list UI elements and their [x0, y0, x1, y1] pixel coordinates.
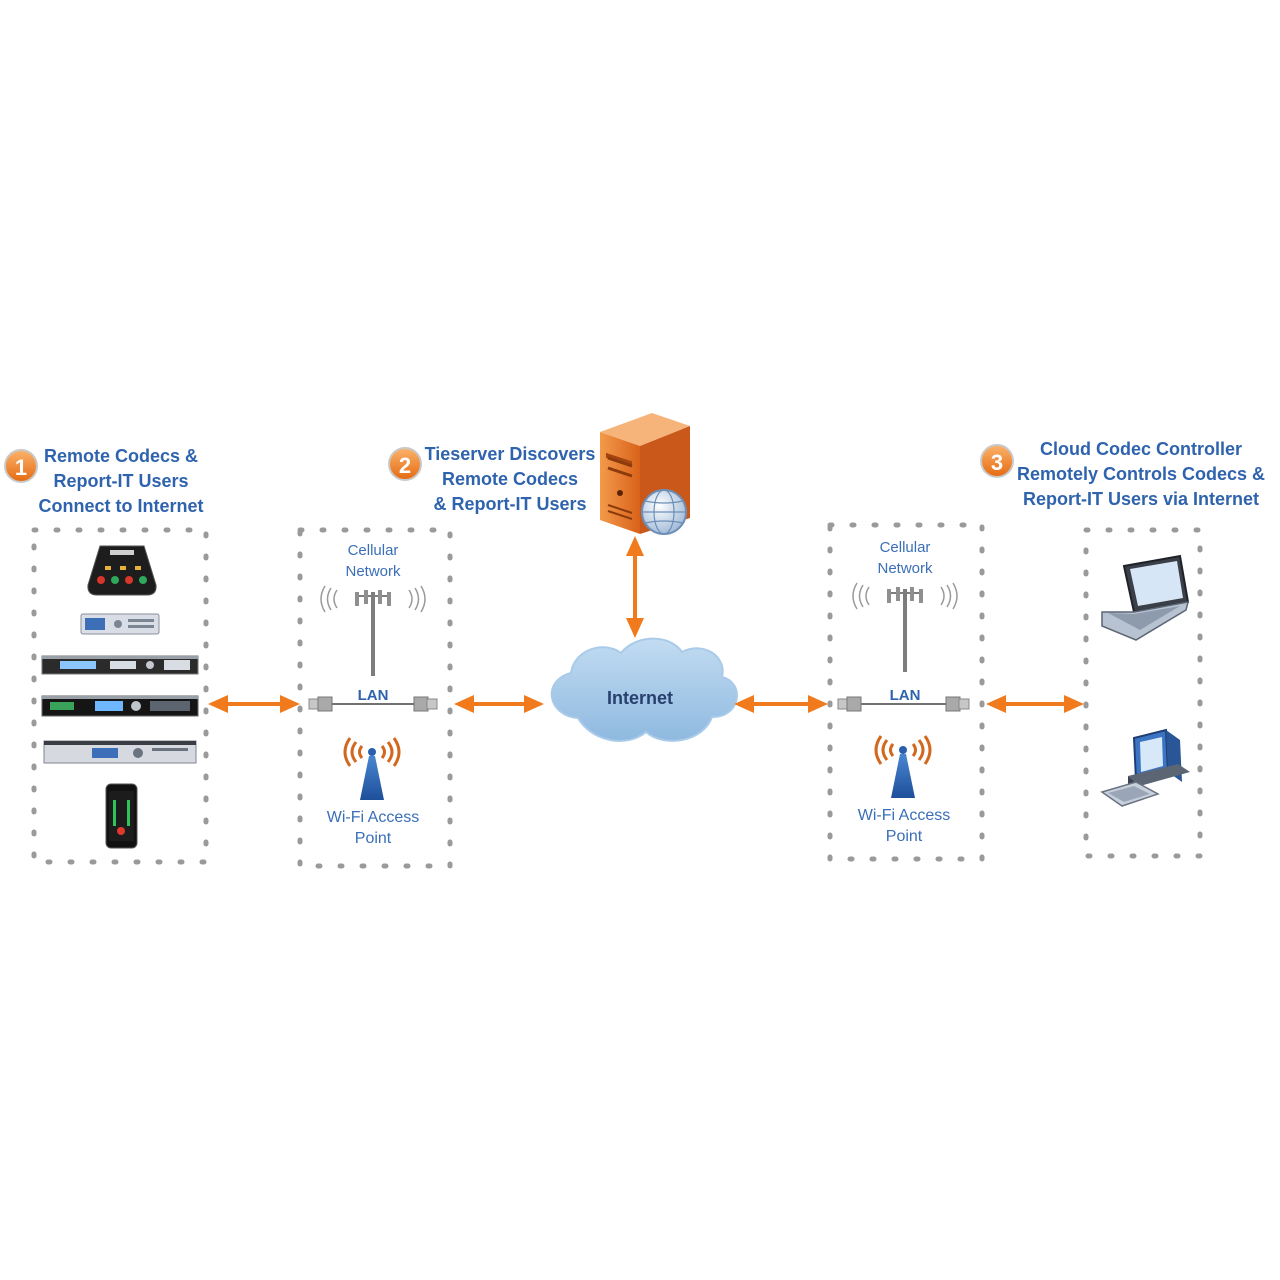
- ethernet-plug-icon: [837, 696, 862, 712]
- right-wifi-label: Wi-Fi Access Point: [858, 807, 950, 845]
- wifi-antenna-icon: [874, 735, 932, 798]
- right-cellular-label: Cellular Network: [877, 539, 933, 577]
- left-wifi-label: Wi-Fi Access Point: [327, 809, 419, 847]
- step-1-line-1: Remote Codecs &: [44, 446, 198, 466]
- step-3-line-2: Remotely Controls Codecs &: [1017, 464, 1265, 484]
- cloud-label: Internet: [607, 688, 673, 708]
- left-wifi-line-2: Point: [355, 830, 392, 847]
- desktop-computer-icon: [1100, 728, 1190, 807]
- rack-codec-icon: [43, 740, 197, 764]
- right-cellular-line-1: Cellular: [880, 539, 931, 556]
- step-2-caption: Tieserver Discovers Remote Codecs & Repo…: [425, 444, 596, 514]
- left-cellular-label: Cellular Network: [345, 542, 401, 580]
- step-2-number: 2: [399, 453, 411, 478]
- cloud-icon: [550, 637, 738, 742]
- step-3-caption: Cloud Codec Controller Remotely Controls…: [1017, 439, 1265, 509]
- ethernet-plug-icon: [308, 696, 333, 712]
- step-3-badge: 3: [980, 444, 1014, 478]
- devices-group-box: [31, 527, 209, 865]
- left-cellular-line-1: Cellular: [348, 542, 399, 559]
- arrow-devices-to-network: [208, 695, 300, 713]
- left-cellular-line-2: Network: [345, 563, 401, 580]
- step-2-line-2: Remote Codecs: [442, 469, 578, 489]
- step-1-line-3: Connect to Internet: [39, 496, 204, 516]
- step-1-line-2: Report-IT Users: [53, 471, 188, 491]
- step-3-number: 3: [991, 450, 1003, 475]
- rack-codec-icon: [41, 655, 199, 675]
- smartphone-icon: [105, 783, 138, 849]
- rack-codec-icon: [41, 695, 199, 717]
- step-3-line-1: Cloud Codec Controller: [1040, 439, 1242, 459]
- right-wifi-line-1: Wi-Fi Access: [858, 807, 950, 824]
- wifi-antenna-icon: [343, 737, 401, 800]
- globe-icon: [641, 489, 687, 535]
- laptop-icon: [1101, 554, 1190, 641]
- step-2-line-3: & Report-IT Users: [433, 494, 586, 514]
- step-2-line-1: Tieserver Discovers: [425, 444, 596, 464]
- left-lan-label: LAN: [358, 687, 389, 704]
- ethernet-plug-icon: [945, 696, 970, 712]
- cell-tower-icon: [852, 582, 958, 672]
- step-1-number: 1: [15, 455, 27, 480]
- cell-tower-icon: [320, 585, 426, 676]
- left-wifi-line-1: Wi-Fi Access: [327, 809, 419, 826]
- codec-mixer-icon: [87, 545, 157, 596]
- step-1-badge: 1: [4, 449, 38, 483]
- right-cellular-line-2: Network: [877, 560, 933, 577]
- arrow-network-to-controllers: [986, 695, 1084, 713]
- ethernet-plug-icon: [413, 696, 438, 712]
- step-1-caption: Remote Codecs & Report-IT Users Connect …: [39, 446, 204, 516]
- step-3-line-3: Report-IT Users via Internet: [1023, 489, 1259, 509]
- rack-codec-icon: [80, 613, 160, 635]
- arrow-internet-to-server: [626, 536, 644, 638]
- arrow-network-to-internet: [454, 695, 544, 713]
- right-wifi-line-2: Point: [886, 828, 923, 845]
- arrow-internet-to-right-network: [734, 695, 828, 713]
- right-lan-label: LAN: [890, 687, 921, 704]
- step-2-badge: 2: [388, 447, 422, 481]
